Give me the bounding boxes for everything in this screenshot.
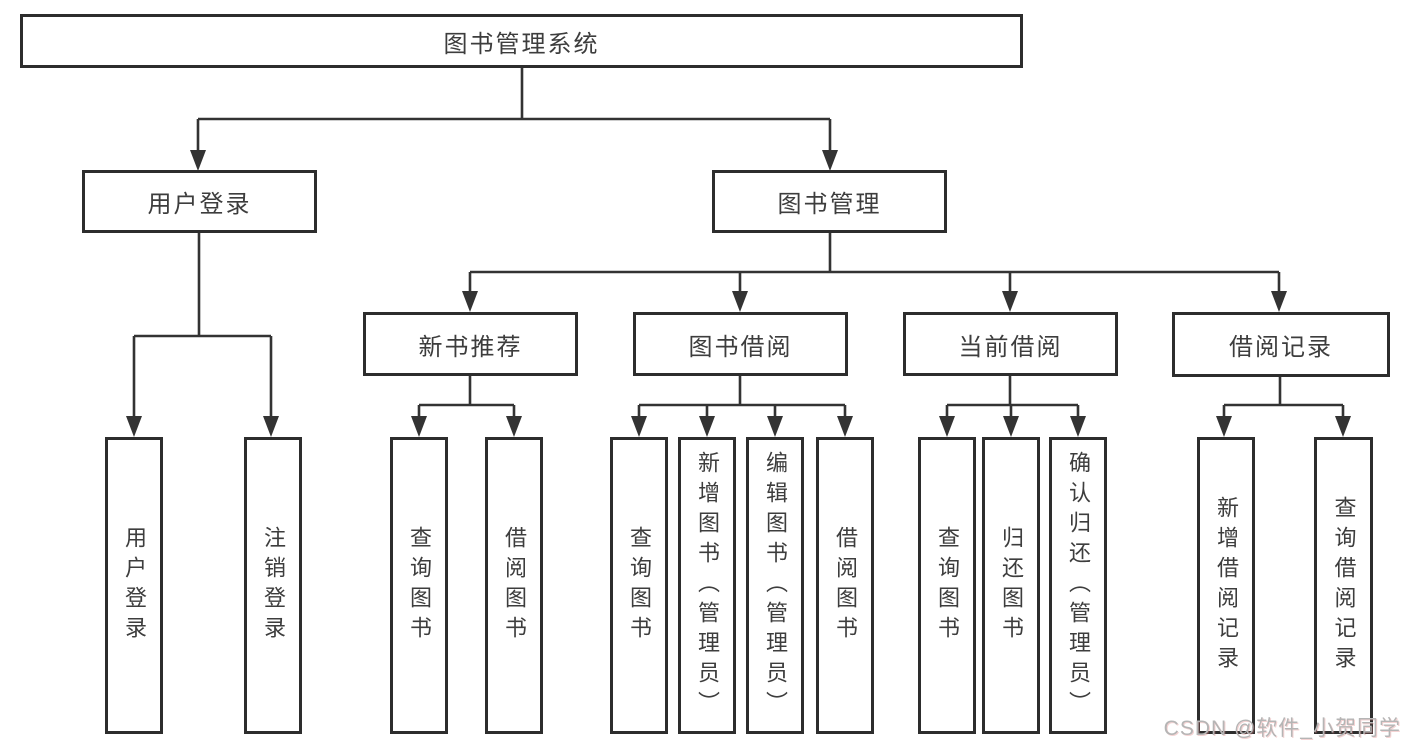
node-label: 查询图书 bbox=[407, 525, 432, 646]
node-label: 编辑图书（管理员） bbox=[763, 450, 788, 721]
node-current-borrow: 当前借阅 bbox=[903, 312, 1118, 376]
node-label: 新增图书（管理员） bbox=[695, 450, 720, 721]
node-label: 用户登录 bbox=[122, 525, 147, 646]
leaf-records-add-record: 新增借阅记录 bbox=[1197, 437, 1255, 734]
node-label: 用户登录 bbox=[147, 191, 252, 218]
node-label: 新书推荐 bbox=[418, 333, 523, 361]
node-label: 图书借阅 bbox=[688, 333, 793, 361]
node-user-login: 用户登录 bbox=[82, 170, 317, 233]
leaf-user-login: 用户登录 bbox=[105, 437, 163, 734]
node-borrow-records: 借阅记录 bbox=[1172, 312, 1390, 377]
leaf-logout: 注销登录 bbox=[244, 437, 302, 734]
leaf-borrow-query-books: 查询图书 bbox=[610, 437, 668, 734]
node-label: 新增借阅记录 bbox=[1214, 495, 1239, 676]
leaf-records-query-record: 查询借阅记录 bbox=[1314, 437, 1373, 734]
node-label: 查询图书 bbox=[935, 525, 960, 646]
node-book-borrow: 图书借阅 bbox=[633, 312, 848, 376]
leaf-current-query-books: 查询图书 bbox=[918, 437, 976, 734]
node-label: 注销登录 bbox=[261, 525, 286, 646]
leaf-current-confirm-return-admin: 确认归还（管理员） bbox=[1049, 437, 1107, 734]
leaf-recommend-borrow-books: 借阅图书 bbox=[485, 437, 543, 734]
leaf-current-return-books: 归还图书 bbox=[982, 437, 1040, 734]
node-book-management: 图书管理 bbox=[712, 170, 947, 233]
node-label: 查询借阅记录 bbox=[1331, 495, 1357, 676]
node-label: 归还图书 bbox=[999, 525, 1024, 646]
node-label: 查询图书 bbox=[627, 525, 652, 646]
leaf-borrow-edit-books-admin: 编辑图书（管理员） bbox=[746, 437, 804, 734]
node-label: 当前借阅 bbox=[958, 333, 1063, 361]
node-label: 借阅图书 bbox=[833, 525, 858, 646]
leaf-recommend-query-books: 查询图书 bbox=[390, 437, 448, 734]
node-label: 图书管理 bbox=[777, 191, 882, 218]
node-new-book-recommend: 新书推荐 bbox=[363, 312, 578, 376]
csdn-watermark: CSDN @软件_小贺同学 bbox=[1163, 717, 1401, 740]
leaf-borrow-add-books-admin: 新增图书（管理员） bbox=[678, 437, 736, 734]
node-label: 确认归还（管理员） bbox=[1066, 450, 1091, 721]
node-label: 借阅记录 bbox=[1229, 334, 1333, 361]
node-label: 图书管理系统 bbox=[443, 30, 600, 58]
leaf-borrow-borrow-books: 借阅图书 bbox=[816, 437, 874, 734]
node-library-management-system: 图书管理系统 bbox=[20, 14, 1023, 68]
node-label: 借阅图书 bbox=[502, 525, 527, 646]
